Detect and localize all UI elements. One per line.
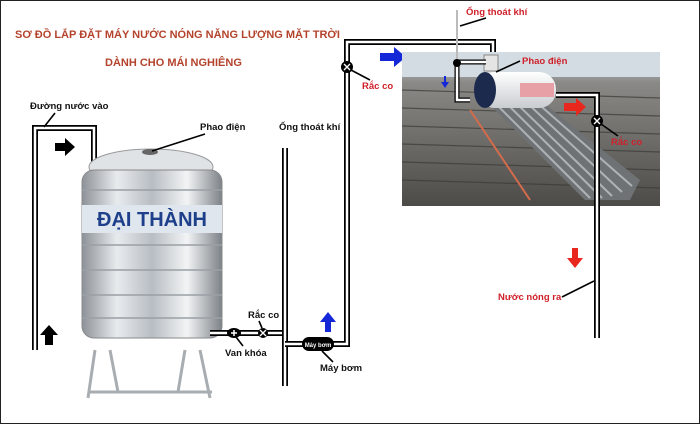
leader-air-vent-top — [459, 17, 487, 27]
label-hot-water-out: Nước nóng ra — [498, 292, 562, 303]
label-pump: Máy bơm — [320, 363, 362, 374]
label-air-vent-top: Ống thoát khí — [466, 6, 528, 18]
label-union-roof: Rắc co — [611, 136, 642, 148]
leader-float-roof — [495, 60, 521, 73]
leader-inlet — [43, 112, 56, 128]
leader-float-tank — [151, 133, 206, 152]
tank-brand: ĐẠI THÀNH — [97, 208, 207, 231]
leader-pump — [321, 350, 334, 363]
roof-joint-icon — [453, 59, 461, 67]
blue-arrow-right-icon — [380, 47, 406, 67]
pump-badge: Máy bơm — [305, 343, 332, 349]
label-float-valve-roof: Phao điện — [522, 56, 568, 67]
leader-union-top — [350, 69, 371, 81]
title-line-2: DÀNH CHO MÁI NGHIÊNG — [105, 56, 242, 69]
shutoff-valve-icon — [227, 328, 241, 338]
hot-water-pipe — [556, 92, 600, 338]
roof-photo — [401, 52, 661, 206]
title-line-1: SƠ ĐỒ LẮP ĐẶT MÁY NƯỚC NÓNG NĂNG LƯỢNG M… — [15, 28, 340, 41]
leader-union-bottom — [258, 320, 263, 329]
inlet-pipe — [32, 125, 97, 350]
red-arrow-down-icon — [567, 248, 583, 268]
pump: Máy bơm — [302, 337, 334, 351]
arrow-right-icon — [55, 138, 75, 156]
blue-arrow-up-icon — [320, 312, 336, 332]
label-float-valve-tank: Phao điện — [200, 122, 246, 133]
union-top-icon — [341, 61, 353, 73]
label-union-top: Rắc co — [362, 80, 393, 92]
label-inlet: Đường nước vào — [30, 101, 109, 112]
blue-arrow-down-icon — [441, 76, 449, 88]
label-air-vent-mid: Ống thoát khí — [279, 121, 341, 133]
union-roof-icon — [591, 115, 603, 127]
leader-hot-water — [561, 280, 595, 298]
leader-union-roof — [600, 123, 619, 137]
union-fitting-icon — [258, 328, 268, 338]
red-arrow-right-icon — [564, 98, 586, 116]
label-shutoff-valve: Van khóa — [225, 348, 267, 359]
roof-inlet-pipe — [454, 10, 486, 103]
label-union-bottom: Rắc co — [248, 309, 279, 321]
arrow-up-icon — [40, 325, 58, 345]
stainless-tank: ĐẠI THÀNH — [81, 148, 223, 399]
leader-valve — [235, 336, 244, 347]
